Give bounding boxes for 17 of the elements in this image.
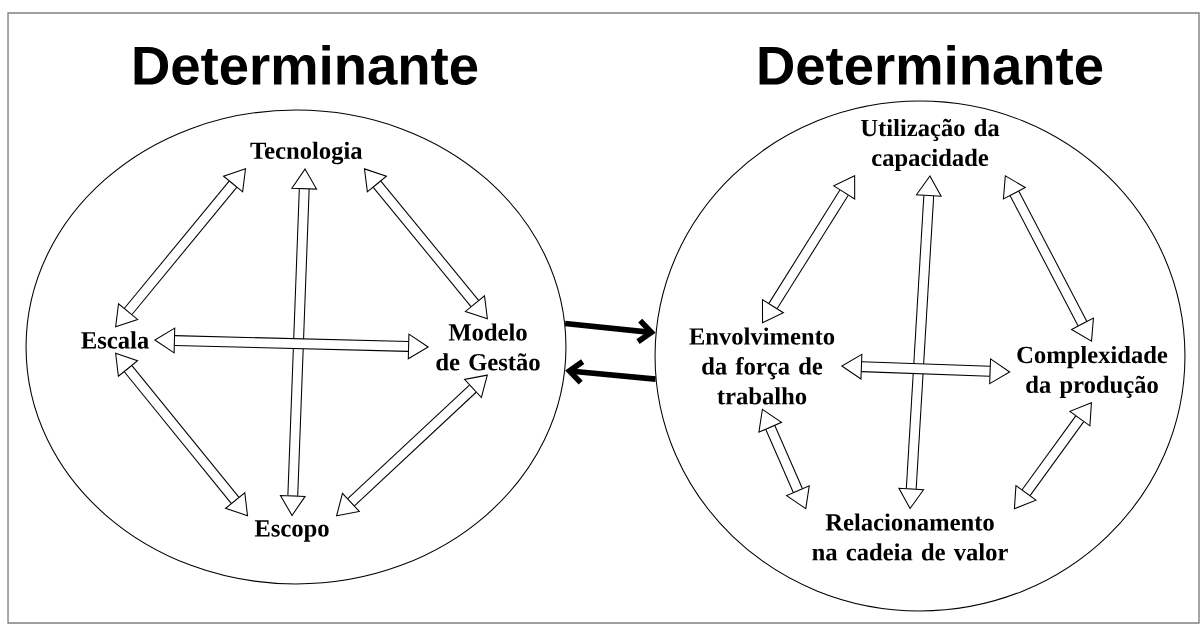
node-label: Complexidade da produção [1017, 345, 1168, 399]
heading: Determinante [134, 44, 478, 85]
heading: Determinante [759, 44, 1103, 85]
node-label: Relacionamento na cadeia de valor [812, 513, 1008, 561]
node-label: Modelo de Gestão [436, 323, 540, 371]
node-label: Utilização da capacidade [860, 118, 1000, 172]
node-label: Tecnologia [250, 141, 363, 165]
block-arrow [115, 168, 247, 328]
block-arrow [761, 175, 856, 324]
node-label: Escala [81, 331, 149, 349]
arrow [564, 318, 656, 344]
arrow [565, 359, 656, 385]
block-arrow [115, 352, 249, 517]
block-arrow [758, 408, 810, 510]
node-label: Envolvimento da força de trabalho [689, 327, 835, 405]
node-label: Escopo [254, 520, 329, 542]
block-arrow [363, 168, 488, 320]
